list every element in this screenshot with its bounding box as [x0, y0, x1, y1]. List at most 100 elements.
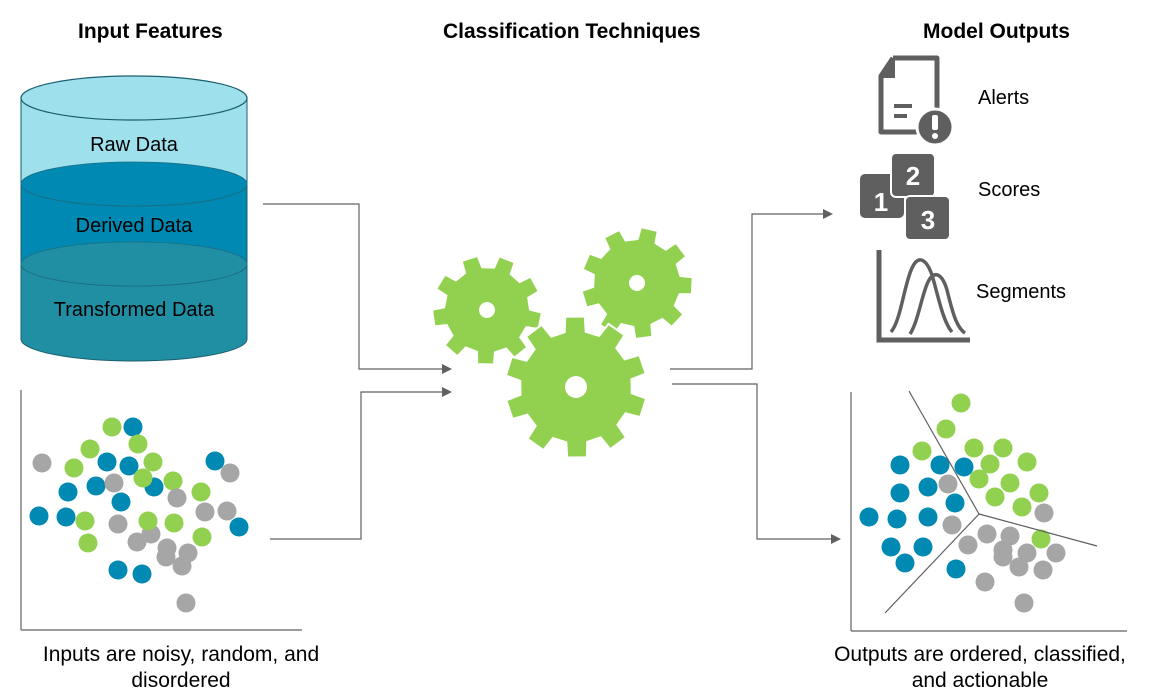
output-dot-green — [912, 441, 932, 461]
output-dot-green — [1031, 529, 1051, 549]
input-scatter-axes — [20, 390, 302, 631]
input-dot-gray — [220, 463, 240, 483]
input-caption-line-1: Inputs are noisy, random, and — [42, 643, 320, 666]
input-dot-gray — [167, 488, 187, 508]
output-label-scores: Scores — [978, 179, 1041, 201]
output-connectors — [670, 209, 841, 544]
output-dot-blue — [918, 507, 938, 527]
cylinder-layer-transformed — [20, 263, 248, 362]
output-dot-gray — [958, 535, 978, 555]
input-dot-blue — [111, 492, 131, 512]
input-dot-green — [75, 511, 95, 531]
output-dot-green — [1029, 483, 1049, 503]
gear-center-icon — [504, 315, 648, 459]
output-dot-blue — [945, 493, 965, 513]
input-dot-blue — [205, 451, 225, 471]
input-dot-green — [192, 527, 212, 547]
gear-left-icon — [430, 254, 544, 366]
input-dot-gray — [32, 453, 52, 473]
input-dot-green — [80, 439, 100, 459]
output-dot-blue — [913, 537, 933, 557]
output-dot-blue — [930, 455, 950, 475]
input-dot-blue — [86, 476, 106, 496]
output-dot-green — [936, 419, 956, 439]
input-dot-blue — [58, 482, 78, 502]
svg-text:3: 3 — [921, 205, 935, 235]
input-dot-green — [64, 458, 84, 478]
boundary-line-right — [978, 513, 1098, 547]
numbered-blocks-icon: 1 2 3 — [860, 152, 951, 241]
input-dot-blue — [123, 417, 143, 437]
input-dot-gray — [108, 514, 128, 534]
output-dot-gray — [1000, 526, 1020, 546]
output-dot-gray — [1017, 543, 1037, 563]
output-dot-blue — [946, 559, 966, 579]
output-dot-green — [964, 438, 984, 458]
output-dot-gray — [977, 524, 997, 544]
output-caption-line-2: and actionable — [911, 669, 1049, 692]
input-dot-gray — [156, 547, 176, 567]
input-dot-green — [164, 513, 184, 533]
input-dot-green — [133, 468, 153, 488]
output-dot-blue — [895, 553, 915, 573]
cylinder-label-derived: Derived Data — [75, 215, 193, 237]
data-cylinder — [20, 75, 248, 362]
input-dot-green — [128, 434, 148, 454]
output-dot-green — [1017, 452, 1037, 472]
connector-gears-to-scatter — [672, 383, 841, 544]
cylinder-label-raw: Raw Data — [90, 134, 178, 156]
output-dot-gray — [1014, 593, 1034, 613]
output-dot-gray — [975, 572, 995, 592]
output-dot-gray — [993, 547, 1013, 567]
header-classification-techniques: Classification Techniques — [443, 20, 701, 43]
output-scatter-axes — [850, 392, 1127, 632]
output-dot-green — [980, 454, 1000, 474]
gear-right-hole — [629, 275, 645, 291]
output-dot-green — [951, 393, 971, 413]
output-dot-blue — [881, 537, 901, 557]
header-model-outputs: Model Outputs — [923, 20, 1070, 43]
gear-center-hole — [565, 376, 587, 398]
gear-right-icon — [580, 225, 694, 341]
input-dot-gray — [127, 532, 147, 552]
output-dot-gray — [938, 474, 958, 494]
input-scatter-points — [29, 417, 249, 613]
connector-gears-to-outputs — [670, 209, 833, 370]
input-dot-gray — [172, 556, 192, 576]
input-dot-gray — [195, 502, 215, 522]
input-caption-line-2: disordered — [131, 669, 231, 692]
input-dot-blue — [29, 506, 49, 526]
input-dot-blue — [229, 517, 249, 537]
cylinder-label-transformed: Transformed Data — [53, 299, 215, 321]
output-dot-blue — [890, 483, 910, 503]
cylinder-top — [20, 75, 248, 121]
boundary-line-lower — [884, 513, 980, 614]
output-caption: Outputs are ordered, classified, and act… — [806, 642, 1154, 694]
output-scatter-points — [859, 393, 1066, 613]
output-dot-blue — [859, 507, 879, 527]
output-dot-green — [1012, 497, 1032, 517]
output-dot-blue — [887, 509, 907, 529]
output-caption-line-1: Outputs are ordered, classified, — [834, 643, 1126, 666]
input-connectors — [263, 203, 452, 540]
output-dot-gray — [1034, 503, 1054, 523]
class-boundaries — [884, 390, 1098, 614]
output-dot-blue — [954, 457, 974, 477]
input-dot-green — [102, 417, 122, 437]
input-dot-blue — [119, 456, 139, 476]
cylinder-transformed-top — [20, 241, 248, 287]
input-dot-blue — [97, 452, 117, 472]
output-label-alerts: Alerts — [978, 87, 1030, 109]
input-dot-gray — [176, 593, 196, 613]
output-dot-gray — [942, 515, 962, 535]
cylinder-derived-top — [20, 161, 248, 207]
output-dot-green — [969, 469, 989, 489]
connector-cylinder-to-gears — [263, 203, 452, 374]
input-dot-green — [143, 452, 163, 472]
input-dot-gray — [217, 501, 237, 521]
input-dot-blue — [56, 507, 76, 527]
output-dot-blue — [918, 477, 938, 497]
distribution-curves-icon — [876, 250, 970, 343]
output-dot-gray — [1046, 543, 1066, 563]
